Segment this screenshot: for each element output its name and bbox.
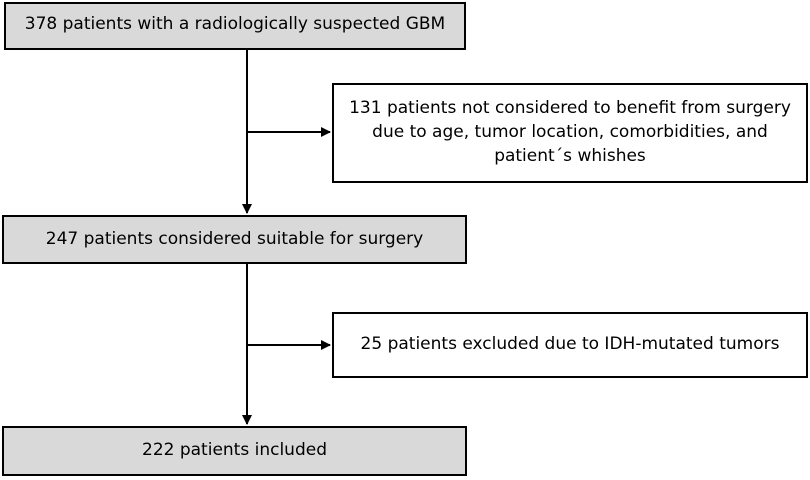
exclusion-1-line-1: 131 patients not considered to benefit f… [349,98,791,119]
box-suitable-for-surgery: 247 patients considered suitable for sur… [2,215,467,264]
exclusion-1-line-2: due to age, tumor location, comorbiditie… [372,122,768,143]
box-suitable-for-surgery-text: 247 patients considered suitable for sur… [45,228,424,249]
box-idh-mutated-exclusion-text: 25 patients excluded due to IDH-mutated … [360,334,780,355]
box-not-suitable-exclusion: 131 patients not considered to benefit f… [332,83,808,183]
box-suspected-gbm-patients: 378 patients with a radiologically suspe… [4,2,466,50]
box-patients-included: 222 patients included [2,426,467,476]
exclusion-1-line-3: patient´s whishes [494,145,646,166]
box-idh-mutated-exclusion: 25 patients excluded due to IDH-mutated … [332,312,808,378]
box-not-suitable-exclusion-text: 131 patients not considered to benefit f… [349,97,791,168]
box-patients-included-text: 222 patients included [142,440,327,461]
box-suspected-gbm-patients-text: 378 patients with a radiologically suspe… [24,14,446,35]
